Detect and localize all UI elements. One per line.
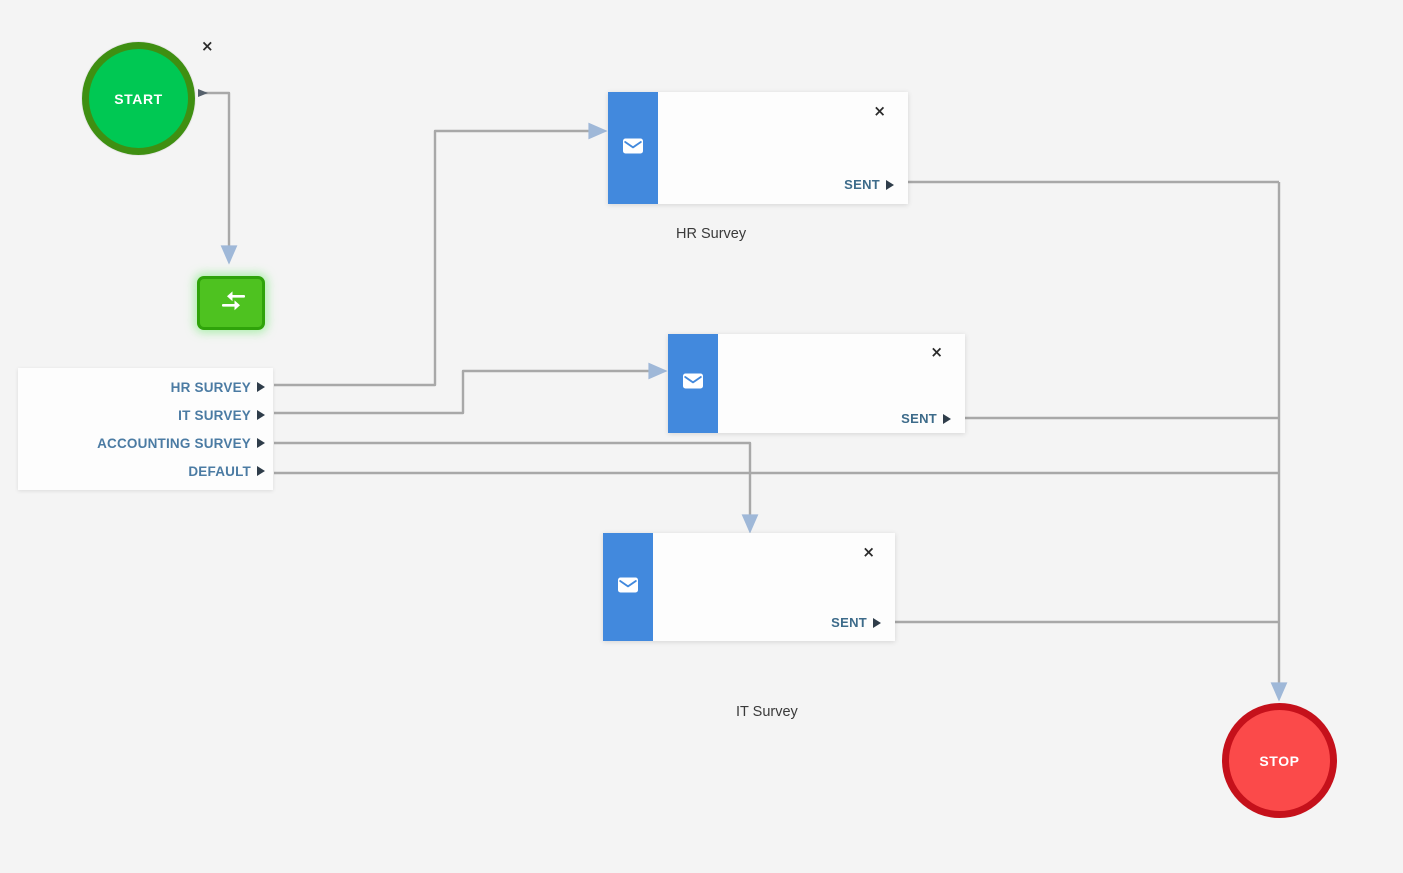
card-output-port-sent[interactable]: SENT [844, 177, 894, 192]
envelope-icon [682, 372, 704, 395]
card-close-icon[interactable]: × [930, 343, 943, 361]
start-output-nub [198, 89, 208, 97]
email-card-it-survey[interactable]: IT Survey × SENT [668, 334, 965, 720]
port-triangle-icon [257, 382, 265, 392]
port-triangle-icon [886, 179, 894, 190]
card-output-label: SENT [831, 615, 867, 630]
email-card-hr-survey[interactable]: HR Survey × SENT [608, 92, 908, 242]
stop-node[interactable]: STOP [1222, 703, 1337, 818]
card-title: IT Survey [736, 704, 798, 720]
branch-port-it-survey[interactable]: IT SURVEY [18, 401, 273, 429]
branch-port-label: DEFAULT [188, 463, 251, 479]
start-node[interactable]: START [82, 42, 195, 155]
branch-port-hr-survey[interactable]: HR SURVEY [18, 373, 273, 401]
branch-port-accounting-survey[interactable]: ACCOUNTING SURVEY [18, 429, 273, 457]
branch-port-label: ACCOUNTING SURVEY [97, 435, 251, 451]
branch-port-default[interactable]: DEFAULT [18, 457, 273, 485]
card-icon-stripe [608, 92, 658, 204]
wire-it-branch-to-it-card [274, 362, 668, 415]
card-icon-stripe [668, 334, 718, 433]
envelope-icon [617, 576, 639, 599]
port-triangle-icon [257, 438, 265, 448]
email-card-accounting-survey[interactable]: Accounting Survey × SENT [603, 533, 895, 641]
wire-accounting-branch-to-acc-card [274, 441, 759, 534]
envelope-icon [622, 137, 644, 160]
port-triangle-icon [943, 413, 951, 424]
switch-arrows-icon [214, 288, 248, 319]
card-icon-stripe [603, 533, 653, 641]
port-triangle-icon [257, 410, 265, 420]
wire-start-to-switch [205, 91, 238, 265]
switch-node[interactable] [197, 276, 265, 330]
port-triangle-icon [873, 617, 881, 628]
wire-hr-branch-to-hr-card [274, 122, 608, 387]
card-output-label: SENT [901, 411, 937, 426]
card-output-port-sent[interactable]: SENT [831, 615, 881, 630]
card-output-label: SENT [844, 177, 880, 192]
card-output-port-sent[interactable]: SENT [901, 411, 951, 426]
start-node-close-icon[interactable]: × [201, 37, 214, 55]
branch-port-label: IT SURVEY [178, 407, 251, 423]
card-close-icon[interactable]: × [873, 102, 886, 120]
branch-port-label: HR SURVEY [170, 379, 251, 395]
card-title: HR Survey [676, 226, 747, 242]
card-close-icon[interactable]: × [862, 543, 875, 561]
port-triangle-icon [257, 466, 265, 476]
stop-node-label: STOP [1259, 752, 1300, 769]
branch-conditions-box[interactable]: HR SURVEY IT SURVEY ACCOUNTING SURVEY DE… [18, 368, 273, 490]
start-node-label: START [114, 90, 163, 107]
